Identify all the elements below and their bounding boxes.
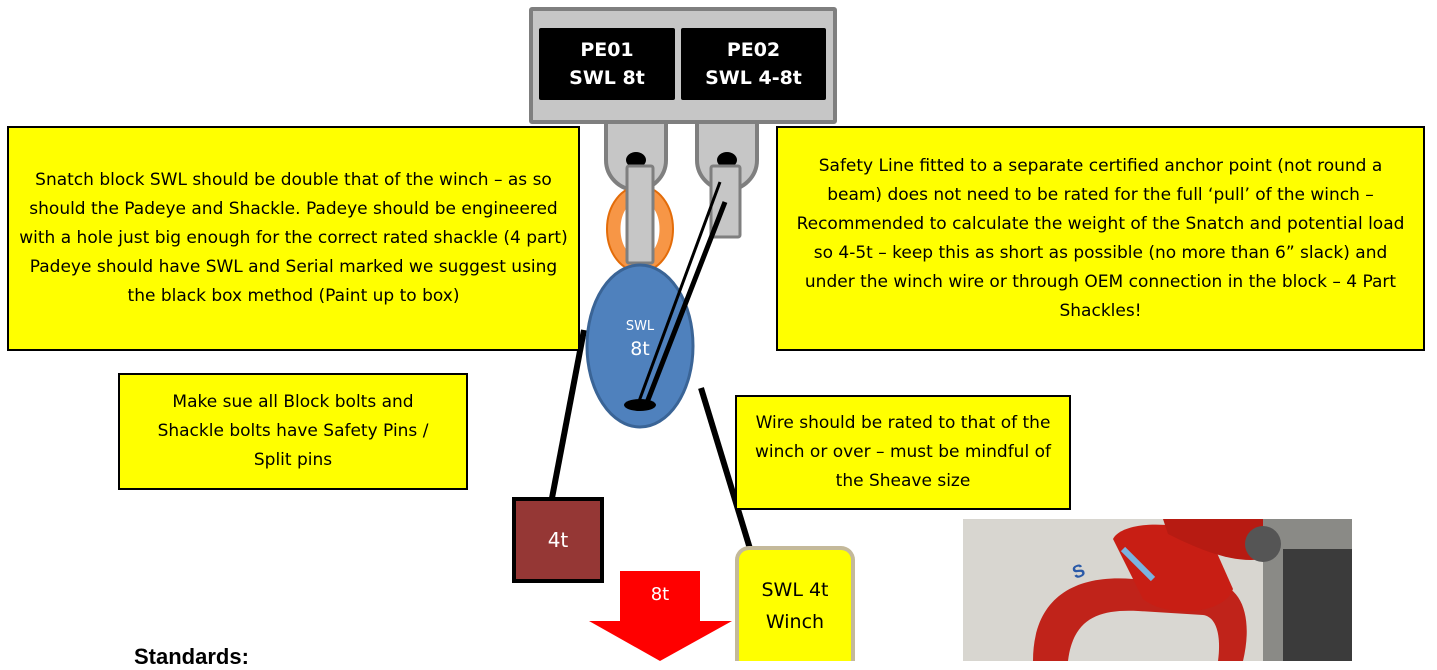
padeye-plate: PE01 SWL 8t PE02 SWL 4-8t [529, 7, 837, 124]
force-arrow [589, 571, 732, 661]
padeye-hole-left [626, 152, 646, 168]
snatch-block-swl-value: 8t [630, 338, 650, 360]
safety-line-anchor [624, 399, 656, 411]
snatch-block [585, 263, 695, 429]
standards-heading: Standards: [134, 644, 249, 669]
load-4t: 4t [512, 497, 604, 583]
winch-label: Winch [765, 610, 825, 633]
force-arrow-label: 8t [650, 584, 670, 605]
winch-box: SWL 4t Winch [735, 546, 855, 661]
note-pins: Make sue all Block bolts and Shackle bol… [118, 373, 468, 490]
snatch-block-swl-label: SWL [625, 319, 655, 334]
wire-to-load [549, 329, 587, 499]
padeye-hole-right [717, 152, 737, 168]
note-snatch-block: Snatch block SWL should be double that o… [7, 126, 580, 351]
note-wire: Wire should be rated to that of the winc… [735, 395, 1071, 510]
padeye-pe02-label: PE02 SWL 4-8t [681, 28, 826, 100]
shackle-photo-drawing: S [963, 519, 1352, 661]
load-label: 4t [547, 528, 569, 552]
safety-line-inner [636, 181, 722, 405]
wire-to-winch [698, 387, 754, 553]
shackle-photo: S [963, 519, 1352, 661]
shackle-left [625, 164, 655, 265]
padeye-pe02-swl: SWL 4-8t [705, 67, 802, 89]
snatch-block-label: SWL 8t [610, 318, 670, 362]
note-safety-line: Safety Line fitted to a separate certifi… [776, 126, 1425, 351]
safety-line-outer [643, 201, 728, 406]
winch-swl: SWL 4t [761, 578, 829, 601]
padeye-pe01-swl: SWL 8t [569, 67, 645, 89]
padeye-pe01-id: PE01 [580, 39, 634, 61]
padeye-pe01-label: PE01 SWL 8t [539, 28, 675, 100]
padeye-pe02-id: PE02 [726, 39, 781, 61]
